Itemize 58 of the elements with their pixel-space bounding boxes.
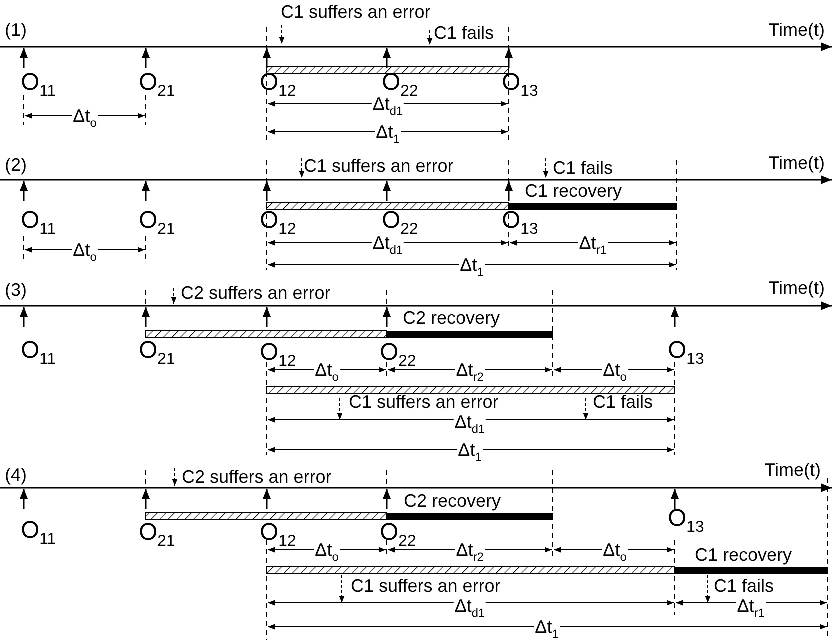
event-label: C1 suffers an error — [350, 577, 502, 595]
event-label: C1 suffers an error — [280, 3, 432, 21]
operation-label: O$_{21}$ — [138, 209, 176, 233]
interval-label: Δt$_{o}$ — [602, 361, 628, 379]
interval-label: Δt$_{r1}$ — [578, 234, 608, 252]
operation-label: O$_{21}$ — [138, 339, 176, 363]
event-label: C1 fails — [552, 159, 614, 177]
operation-label: O$_{11}$ — [20, 339, 58, 363]
event-label: C1 fails — [433, 24, 496, 42]
operation-label: O$_{11}$ — [20, 71, 58, 95]
event-label: C1 suffers an error — [303, 157, 455, 175]
event-label: C2 suffers an error — [181, 468, 333, 486]
operation-label: O$_{12}$ — [259, 209, 298, 233]
event-label: C2 recovery — [402, 309, 502, 327]
axis-label: Time(t) — [768, 154, 826, 172]
operation-label: O$_{22}$ — [379, 341, 418, 365]
panel-number: (4) — [4, 466, 28, 484]
interval-label: Δt$_{d1}$ — [372, 234, 404, 252]
interval-label: Δt$_{r2}$ — [455, 541, 485, 559]
event-label: C1 recovery — [524, 182, 624, 200]
event-label: C2 suffers an error — [180, 284, 332, 302]
interval-label: Δt$_{1}$ — [375, 123, 401, 141]
axis-label: Time(t) — [768, 279, 826, 297]
panel-number: (3) — [4, 281, 28, 299]
event-label: C1 fails — [592, 393, 654, 411]
operation-label: O$_{12}$ — [259, 521, 298, 545]
axis-label: Time(t) — [768, 21, 826, 39]
operation-label: O$_{11}$ — [20, 519, 58, 543]
axis-label: Time(t) — [764, 461, 822, 479]
panel-number: (2) — [4, 156, 28, 174]
operation-label: O$_{12}$ — [259, 341, 298, 365]
interval-label: Δt$_{d1}$ — [454, 413, 486, 431]
interval-label: Δt$_{d1}$ — [372, 95, 404, 113]
operation-label: O$_{21}$ — [138, 71, 176, 95]
operation-label: O$_{22}$ — [382, 209, 420, 233]
operation-label: O$_{11}$ — [20, 209, 58, 233]
interval-label: Δt$_{o}$ — [314, 361, 340, 379]
event-label: C1 fails — [713, 577, 776, 595]
interval-label: Δt$_{1}$ — [534, 618, 560, 636]
operation-label: O$_{13}$ — [667, 507, 706, 531]
interval-label: Δt$_{1}$ — [459, 256, 485, 274]
operation-label: O$_{22}$ — [379, 521, 418, 545]
operation-label: O$_{13}$ — [501, 209, 540, 233]
operation-label: O$_{13}$ — [667, 339, 706, 363]
interval-label: Δt$_{d1}$ — [454, 597, 486, 615]
interval-label: Δt$_{o}$ — [314, 541, 340, 559]
operation-label: O$_{21}$ — [138, 521, 176, 545]
interval-label: Δt$_{o}$ — [72, 241, 98, 259]
event-label: C1 recovery — [694, 546, 794, 564]
event-label: C1 suffers an error — [348, 393, 500, 411]
event-label: C2 recovery — [403, 492, 502, 510]
interval-label: Δt$_{1}$ — [457, 441, 483, 459]
operation-label: O$_{13}$ — [501, 71, 540, 95]
interval-label: Δt$_{o}$ — [602, 541, 628, 559]
interval-label: Δt$_{r2}$ — [455, 361, 485, 379]
panel-number: (1) — [4, 21, 28, 39]
interval-label: Δt$_{r1}$ — [736, 597, 766, 615]
interval-label: Δt$_{o}$ — [72, 107, 98, 125]
